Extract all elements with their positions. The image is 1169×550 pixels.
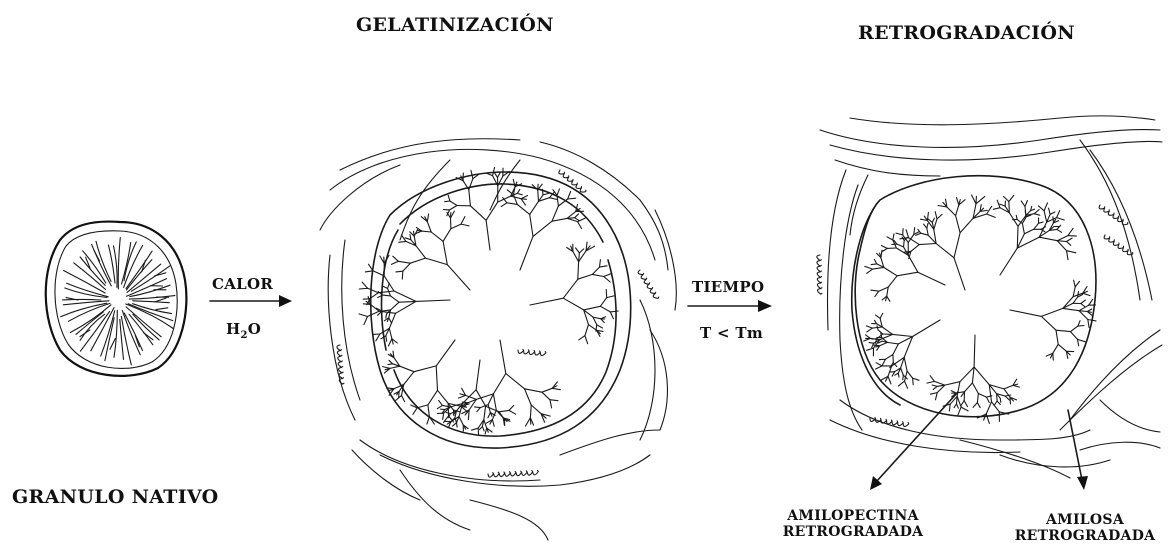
amilosa-pointer xyxy=(1068,410,1088,490)
time-arrow xyxy=(688,300,772,312)
heat-arrow xyxy=(210,295,292,307)
native-granule xyxy=(46,222,187,376)
gelatinized-granule xyxy=(320,139,676,540)
retrograded-granule xyxy=(817,116,1162,490)
amilopectina-pointer xyxy=(870,392,958,490)
